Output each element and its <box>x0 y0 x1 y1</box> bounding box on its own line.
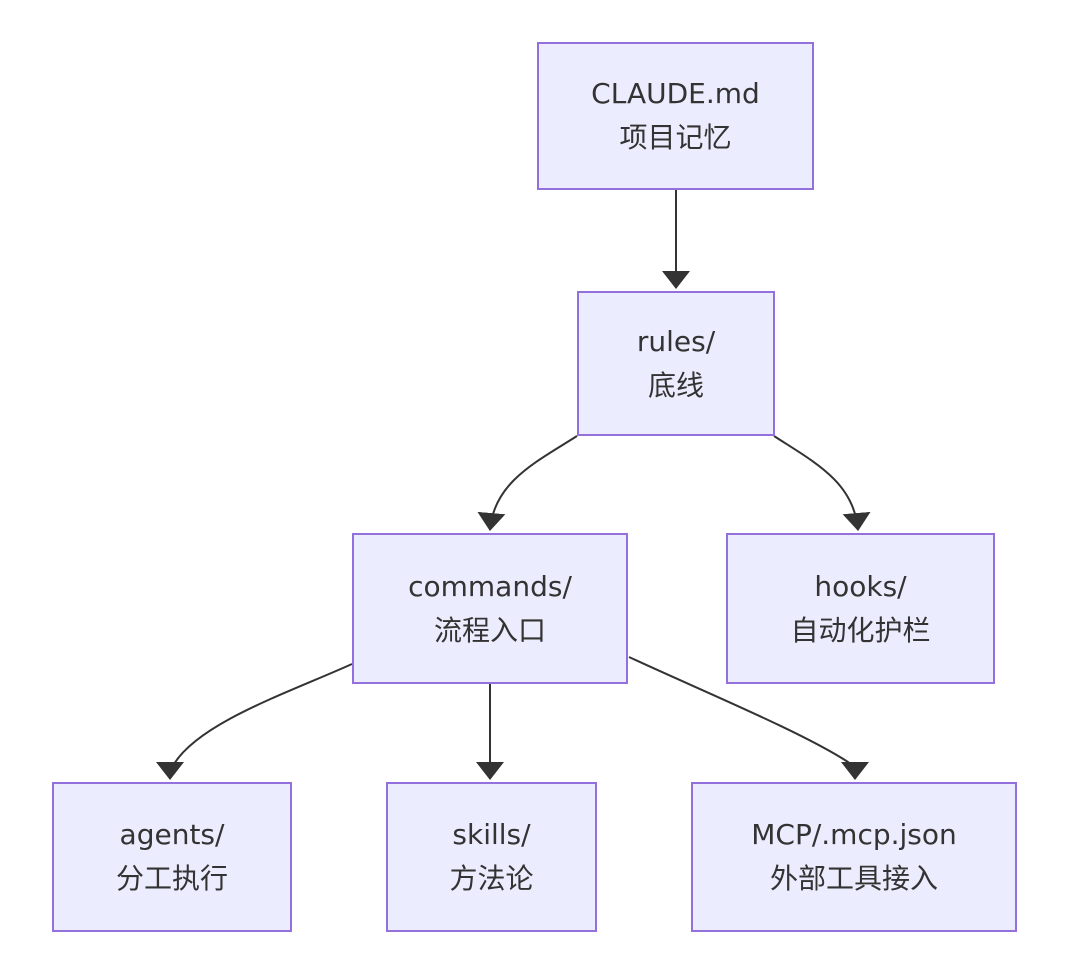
node-title: hooks/ <box>814 569 907 603</box>
edge-commands-to-agents <box>156 663 353 780</box>
edge-commands-to-mcp <box>628 656 869 780</box>
node-commands: commands/ 流程入口 <box>352 533 628 684</box>
node-subtitle: 底线 <box>647 368 704 402</box>
node-subtitle: 外部工具接入 <box>769 862 938 895</box>
node-subtitle: 分工执行 <box>115 862 228 895</box>
node-rules: rules/ 底线 <box>577 291 775 436</box>
node-skills: skills/ 方法论 <box>386 782 597 932</box>
node-subtitle: 流程入口 <box>433 613 546 647</box>
edge-rules-to-hooks <box>773 435 871 531</box>
node-hooks: hooks/ 自动化护栏 <box>726 533 995 684</box>
node-title: rules/ <box>636 324 716 358</box>
node-mcp-json: MCP/.mcp.json 外部工具接入 <box>691 782 1017 932</box>
edge-rules-to-commands <box>477 435 578 531</box>
node-title: CLAUDE.md <box>591 77 760 110</box>
node-title: commands/ <box>408 569 572 603</box>
node-agents: agents/ 分工执行 <box>52 782 292 932</box>
node-subtitle: 方法论 <box>449 862 534 895</box>
node-subtitle: 自动化护栏 <box>790 613 931 647</box>
node-title: MCP/.mcp.json <box>751 818 957 851</box>
node-claude-md: CLAUDE.md 项目记忆 <box>537 42 814 190</box>
node-subtitle: 项目记忆 <box>619 121 732 154</box>
node-title: skills/ <box>452 818 531 851</box>
node-title: agents/ <box>119 818 225 851</box>
